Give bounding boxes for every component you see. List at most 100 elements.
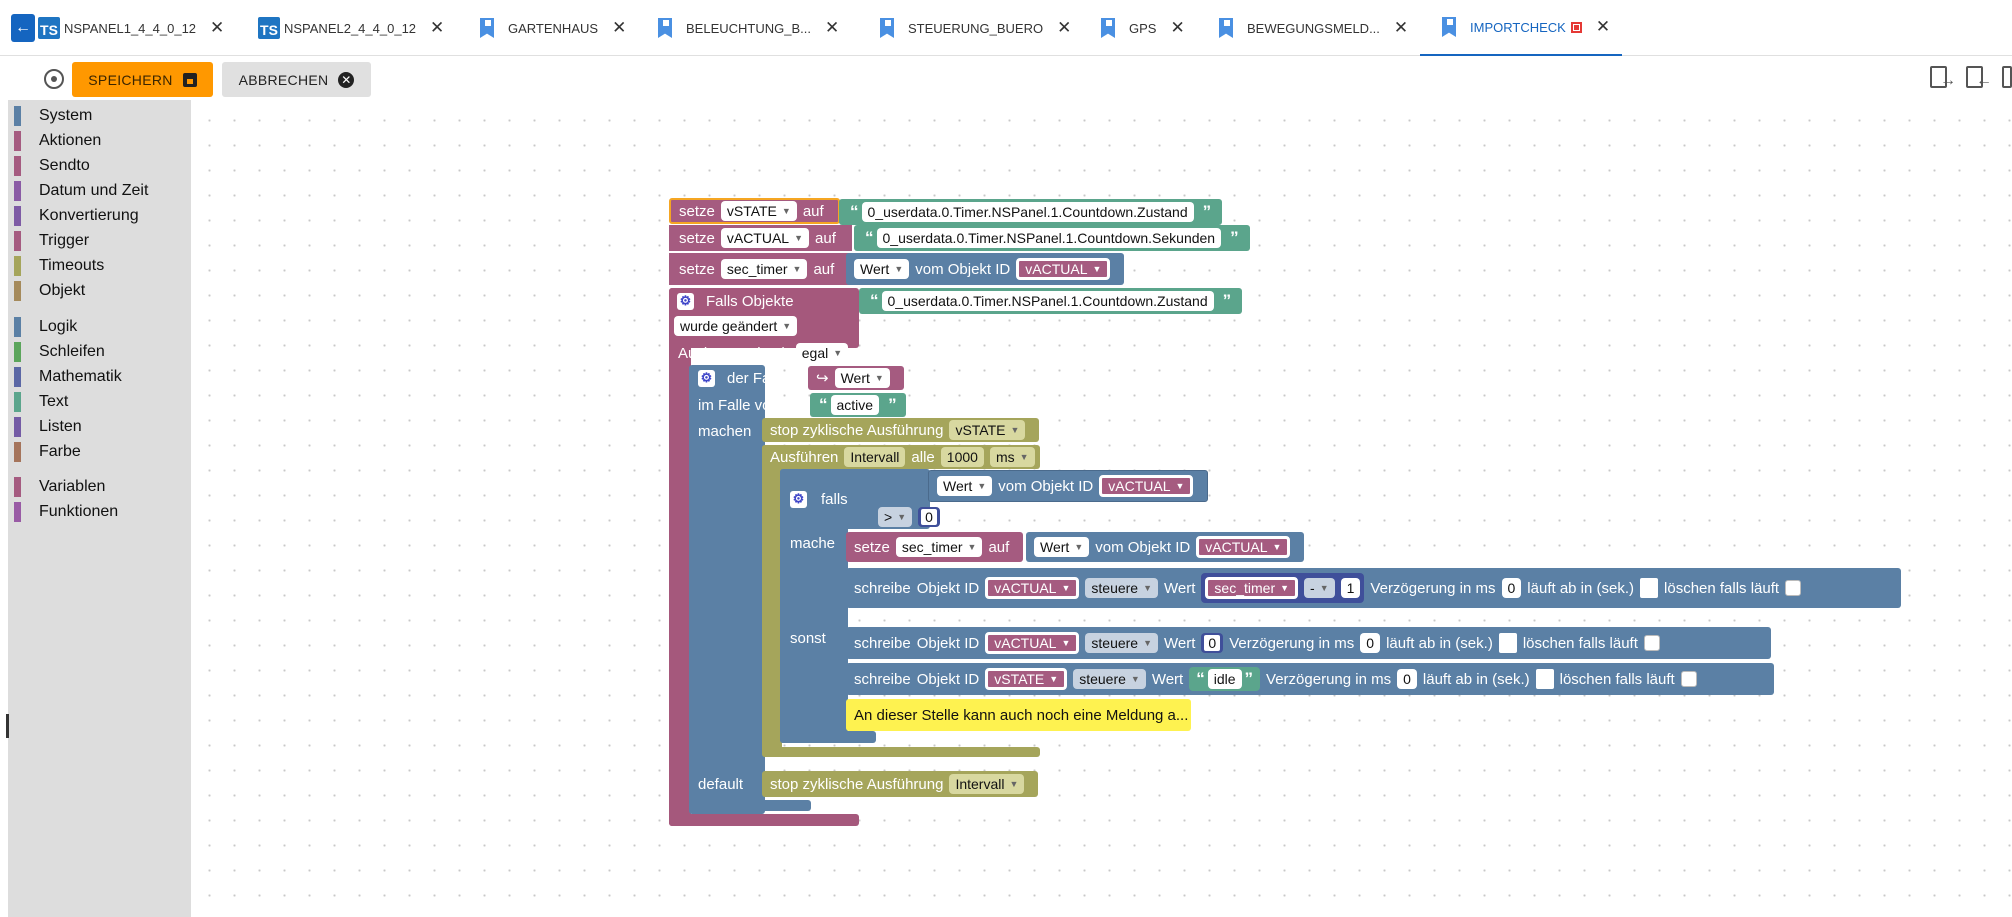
value-dropdown[interactable]: Wert▼ <box>937 476 993 496</box>
text-block[interactable]: “ idle ” <box>1189 667 1261 691</box>
object-id-variable[interactable]: vACTUAL▼ <box>985 577 1080 599</box>
expire-input[interactable] <box>1498 633 1517 653</box>
clear-checkbox[interactable] <box>1643 635 1660 651</box>
number-input[interactable]: 1 <box>1340 578 1361 598</box>
ausloesung-dropdown[interactable]: egal▼ <box>795 343 849 363</box>
category-sendto[interactable]: Sendto <box>14 155 90 177</box>
tab-nspanel2[interactable]: TS NSPANEL2_4_4_0_12 ✕ <box>258 0 444 56</box>
get-value-block[interactable]: Wert▼ vom Objekt ID vACTUAL▼ <box>846 253 1125 285</box>
back-arrow-icon[interactable]: ← <box>11 14 35 42</box>
delay-input[interactable]: 0 <box>1360 633 1381 653</box>
value-dropdown[interactable]: Wert▼ <box>1034 537 1090 557</box>
object-id-variable[interactable]: vACTUAL▼ <box>1099 475 1194 497</box>
mode-dropdown[interactable]: steuere▼ <box>1073 669 1146 689</box>
category-timeouts[interactable]: Timeouts <box>14 255 104 277</box>
tab-nspanel1[interactable]: TS NSPANEL1_4_4_0_12 ✕ <box>38 0 224 56</box>
import-icon[interactable]: ← <box>1966 66 1992 92</box>
value-dropdown[interactable]: Wert▼ <box>854 259 910 279</box>
category-text[interactable]: Text <box>14 391 68 413</box>
write-block-sec-timer[interactable]: schreibe Objekt ID vACTUAL▼ steuere▼ Wer… <box>846 568 1901 608</box>
object-id-variable[interactable]: vSTATE▼ <box>985 668 1068 690</box>
comment-block[interactable]: An dieser Stelle kann auch noch eine Mel… <box>846 699 1191 731</box>
set-vstate-block[interactable]: setze vSTATE▼ auf <box>669 198 840 224</box>
mode-dropdown[interactable]: steuere▼ <box>1085 578 1159 598</box>
stop-interval-block[interactable]: stop zyklische Ausführung vSTATE▼ <box>762 418 1040 442</box>
case-text-block[interactable]: “ active ” <box>810 393 906 417</box>
text-field[interactable]: 0_userdata.0.Timer.NSPanel.1.Countdown.Z… <box>881 291 1214 311</box>
tab-beleuchtung[interactable]: BELEUCHTUNG_B... ✕ <box>654 0 839 56</box>
trigger-object-text[interactable]: “ 0_userdata.0.Timer.NSPanel.1.Countdown… <box>859 288 1243 314</box>
text-field[interactable]: 0_userdata.0.Timer.NSPanel.1.Countdown.S… <box>876 228 1222 248</box>
text-field[interactable]: 0_userdata.0.Timer.NSPanel.1.Countdown.Z… <box>861 202 1194 222</box>
variable-dropdown[interactable]: sec_timer▼ <box>1205 577 1299 599</box>
set-sec-timer-block[interactable]: setze sec_timer▼ auf <box>846 532 1024 562</box>
text-block[interactable]: “ 0_userdata.0.Timer.NSPanel.1.Countdown… <box>839 199 1223 225</box>
close-icon[interactable]: ✕ <box>1170 18 1185 37</box>
number-block[interactable]: 0 <box>1201 633 1224 653</box>
tab-steuerung-buero[interactable]: STEUERUNG_BUERO ✕ <box>876 0 1071 56</box>
category-schleifen[interactable]: Schleifen <box>14 341 105 363</box>
category-farbe[interactable]: Farbe <box>14 441 81 463</box>
interval-type-dropdown[interactable]: Intervall <box>844 447 906 467</box>
cancel-button[interactable]: ABBRECHEN ✕ <box>222 62 371 97</box>
object-id-variable[interactable]: vACTUAL▼ <box>1016 258 1111 280</box>
scroll-handle[interactable] <box>6 714 9 738</box>
text-field[interactable]: active <box>830 395 880 415</box>
variable-dropdown[interactable]: vSTATE▼ <box>720 201 797 221</box>
category-mathematik[interactable]: Mathematik <box>14 366 122 388</box>
target-icon[interactable] <box>44 69 64 89</box>
tab-gps[interactable]: GPS ✕ <box>1097 0 1185 56</box>
gear-icon[interactable]: ⚙ <box>677 292 694 310</box>
variable-dropdown[interactable]: vSTATE▼ <box>949 420 1026 440</box>
value-dropdown[interactable]: Wert▼ <box>834 368 890 388</box>
close-icon[interactable]: ✕ <box>210 18 225 37</box>
category-funktionen[interactable]: Funktionen <box>14 501 118 523</box>
expire-input[interactable] <box>1535 669 1554 689</box>
clear-checkbox[interactable] <box>1785 580 1802 596</box>
category-system[interactable]: System <box>14 105 92 127</box>
close-icon[interactable]: ✕ <box>1057 18 1072 37</box>
close-icon[interactable]: ✕ <box>430 18 445 37</box>
math-minus-block[interactable]: sec_timer▼ -▼ 1 <box>1201 573 1365 603</box>
write-block-vactual[interactable]: schreibe Objekt ID vACTUAL▼ steuere▼ Wer… <box>846 627 1771 659</box>
interval-ms-input[interactable]: 1000 <box>940 447 984 467</box>
changed-dropdown[interactable]: wurde geändert▼ <box>674 316 798 336</box>
set-vactual-block[interactable]: setze vACTUAL▼ auf <box>669 225 852 251</box>
category-trigger[interactable]: Trigger <box>14 230 89 252</box>
variable-dropdown[interactable]: sec_timer▼ <box>720 259 808 279</box>
stop-interval-block[interactable]: stop zyklische Ausführung Intervall▼ <box>762 771 1039 797</box>
category-logik[interactable]: Logik <box>14 316 77 338</box>
text-block[interactable]: “ 0_userdata.0.Timer.NSPanel.1.Countdown… <box>854 225 1250 251</box>
gear-icon[interactable]: ⚙ <box>790 490 807 508</box>
number-block[interactable]: 0 <box>918 507 940 527</box>
operator-dropdown[interactable]: >▼ <box>878 507 913 527</box>
object-id-variable[interactable]: vACTUAL▼ <box>1196 536 1291 558</box>
close-icon[interactable]: ✕ <box>612 18 627 37</box>
write-block-vstate[interactable]: schreibe Objekt ID vSTATE▼ steuere▼ Wert… <box>846 663 1774 695</box>
operator-dropdown[interactable]: -▼ <box>1304 578 1335 598</box>
clear-checkbox[interactable] <box>1680 671 1697 687</box>
unit-dropdown[interactable]: ms▼ <box>989 447 1035 467</box>
tab-importcheck[interactable]: IMPORTCHECK ✕ <box>1420 0 1622 56</box>
category-objekt[interactable]: Objekt <box>14 280 85 302</box>
close-icon[interactable]: ✕ <box>1595 17 1611 36</box>
close-icon[interactable]: ✕ <box>1393 18 1409 37</box>
gear-icon[interactable]: ⚙ <box>698 369 715 387</box>
delay-input[interactable]: 0 <box>1397 669 1417 689</box>
text-field[interactable]: idle <box>1207 669 1242 689</box>
close-icon[interactable]: ✕ <box>824 18 840 37</box>
compare-left-get-value[interactable]: Wert▼ vom Objekt ID vACTUAL▼ <box>928 470 1209 502</box>
category-variablen[interactable]: Variablen <box>14 476 105 498</box>
variable-dropdown[interactable]: Intervall▼ <box>949 774 1025 794</box>
switch-block[interactable] <box>689 365 765 814</box>
category-konvertierung[interactable]: Konvertierung <box>14 205 139 227</box>
delay-input[interactable]: 0 <box>1501 578 1522 598</box>
tree-icon[interactable] <box>2002 66 2012 92</box>
expire-input[interactable] <box>1640 578 1659 598</box>
switch-value-block[interactable]: ↪ Wert▼ <box>808 366 904 390</box>
category-aktionen[interactable]: Aktionen <box>14 130 101 152</box>
category-datum-und-zeit[interactable]: Datum und Zeit <box>14 180 148 202</box>
variable-dropdown[interactable]: sec_timer▼ <box>895 537 983 557</box>
mode-dropdown[interactable]: steuere▼ <box>1085 633 1159 653</box>
variable-dropdown[interactable]: vACTUAL▼ <box>720 228 810 248</box>
